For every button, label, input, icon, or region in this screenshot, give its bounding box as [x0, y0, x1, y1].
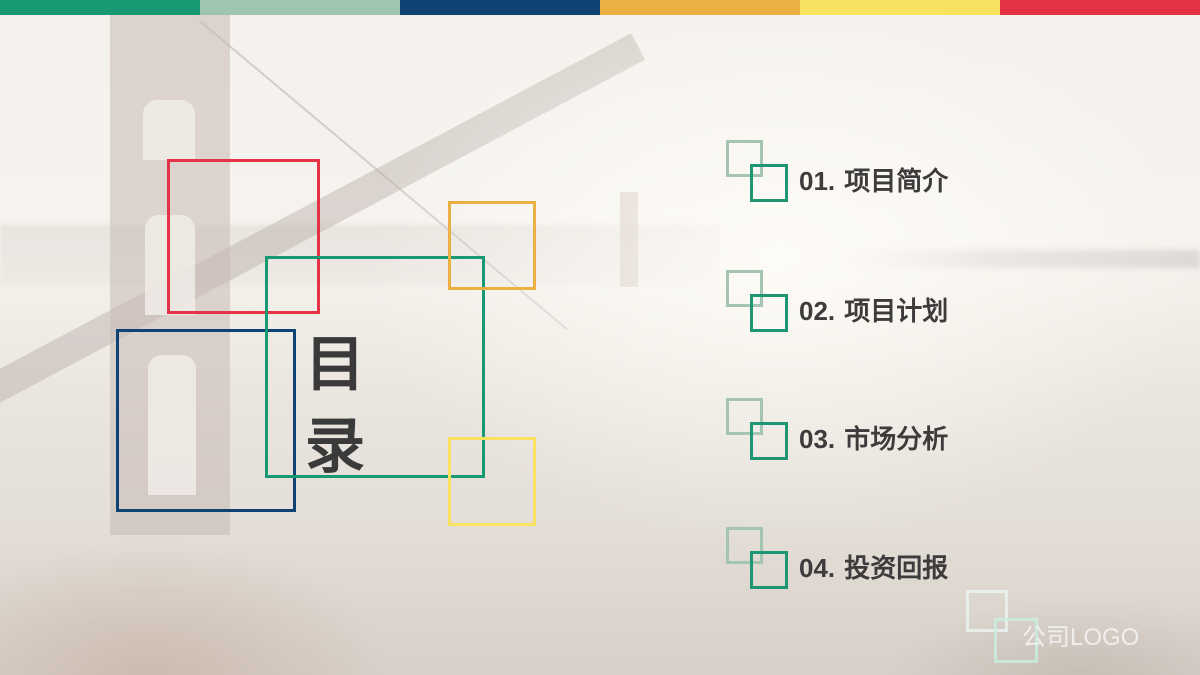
- square-front: [750, 294, 788, 332]
- toc-item-label: 04. 投资回报: [799, 551, 948, 586]
- overlapping-squares-icon: [724, 138, 790, 204]
- square-back: [726, 398, 763, 435]
- color-segment-sage: [200, 0, 400, 15]
- top-color-bar: [0, 0, 1200, 15]
- toc-item-3[interactable]: 03. 市场分析: [724, 396, 1024, 466]
- toc-item-number: 02.: [799, 296, 836, 326]
- square-front: [750, 164, 788, 202]
- navy-frame: [116, 329, 296, 512]
- page-title-char-2: 录: [305, 412, 365, 482]
- background-far-tower: [620, 192, 638, 287]
- toc-item-4[interactable]: 04. 投资回报: [724, 525, 1024, 595]
- square-front: [750, 422, 788, 460]
- color-segment-red: [1000, 0, 1200, 15]
- color-segment-green: [0, 0, 200, 15]
- color-segment-yellow: [800, 0, 1000, 15]
- background-haze: [840, 250, 1200, 268]
- toc-item-number: 04.: [799, 553, 836, 583]
- color-segment-orange: [600, 0, 800, 15]
- overlapping-squares-icon: [724, 525, 790, 591]
- square-front: [750, 551, 788, 589]
- toc-item-number: 03.: [799, 424, 836, 454]
- square-back: [726, 270, 763, 307]
- toc-item-text: 市场分析: [844, 425, 949, 455]
- toc-item-label: 03. 市场分析: [799, 422, 948, 457]
- toc-item-text: 项目简介: [844, 167, 949, 197]
- background-cliff: [0, 505, 420, 675]
- toc-item-label: 01. 项目简介: [799, 164, 948, 199]
- company-logo: 公司LOGO: [962, 585, 1182, 665]
- overlapping-squares-icon: [724, 268, 790, 334]
- orange-frame: [448, 201, 536, 290]
- logo-text: 公司LOGO: [1022, 624, 1140, 651]
- toc-item-2[interactable]: 02. 项目计划: [724, 268, 1024, 338]
- color-segment-navy: [400, 0, 600, 15]
- toc-item-text: 投资回报: [844, 554, 949, 584]
- square-back: [726, 140, 763, 177]
- toc-item-text: 项目计划: [844, 297, 949, 327]
- yellow-frame: [448, 437, 536, 526]
- square-back: [726, 527, 763, 564]
- logo-square-front: [994, 618, 1038, 663]
- red-frame: [167, 159, 320, 314]
- page-title-char-1: 目: [305, 330, 365, 400]
- toc-item-number: 01.: [799, 166, 836, 196]
- toc-item-label: 02. 项目计划: [799, 294, 948, 329]
- green-frame: [265, 256, 485, 478]
- background-tower-opening: [143, 100, 195, 160]
- overlapping-squares-icon: [724, 396, 790, 462]
- toc-item-1[interactable]: 01. 项目简介: [724, 138, 1024, 208]
- logo-square-back: [966, 590, 1008, 632]
